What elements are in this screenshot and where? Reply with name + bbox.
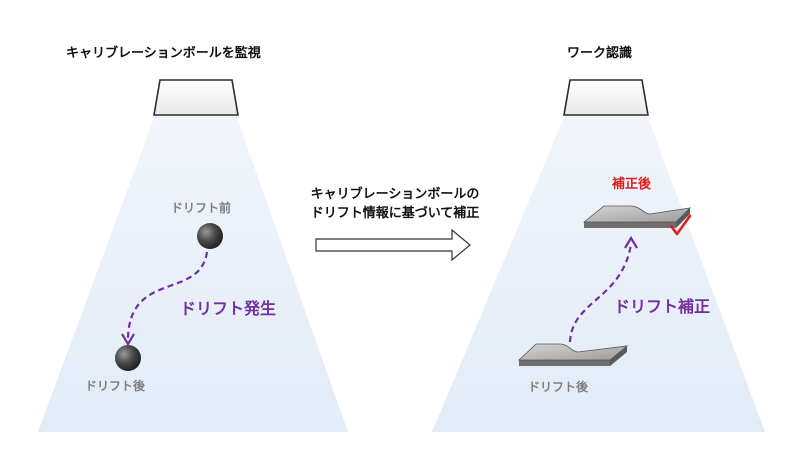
calibration-ball-after-icon	[115, 345, 141, 371]
correction-description-line2: ドリフト情報に基づいて補正	[310, 206, 480, 221]
right-view-cone	[432, 115, 765, 432]
drift-arrowhead-icon	[121, 333, 135, 347]
corrected-label: 補正後	[612, 177, 652, 192]
drift-correction-label: ドリフト補正	[614, 297, 711, 316]
drift-before-label: ドリフト前	[171, 201, 232, 215]
correction-description: キャリブレーションボールの ドリフト情報に基づいて補正	[300, 185, 490, 223]
left-panel-title: キャリブレーションボールを監視	[66, 46, 261, 61]
right-camera-icon	[563, 79, 649, 116]
right-arrow-icon	[315, 228, 471, 262]
calibration-ball-before-icon	[197, 223, 223, 249]
workpiece-after-icon	[582, 205, 692, 228]
left-view-cone	[38, 115, 348, 432]
correction-path-arrow	[568, 243, 633, 343]
correction-description-line1: キャリブレーションボールの	[310, 187, 480, 202]
right-panel-title: ワーク認識	[567, 46, 633, 61]
drift-after-label-right: ドリフト後	[528, 380, 589, 394]
check-mark-icon	[669, 214, 692, 236]
drift-occurred-label: ドリフト発生	[180, 299, 277, 318]
drift-after-label-left: ドリフト後	[85, 379, 146, 393]
left-camera-icon	[153, 79, 239, 116]
drift-path-arrow	[126, 251, 209, 339]
workpiece-before-icon	[517, 343, 629, 366]
correction-arrowhead-icon	[624, 235, 638, 249]
